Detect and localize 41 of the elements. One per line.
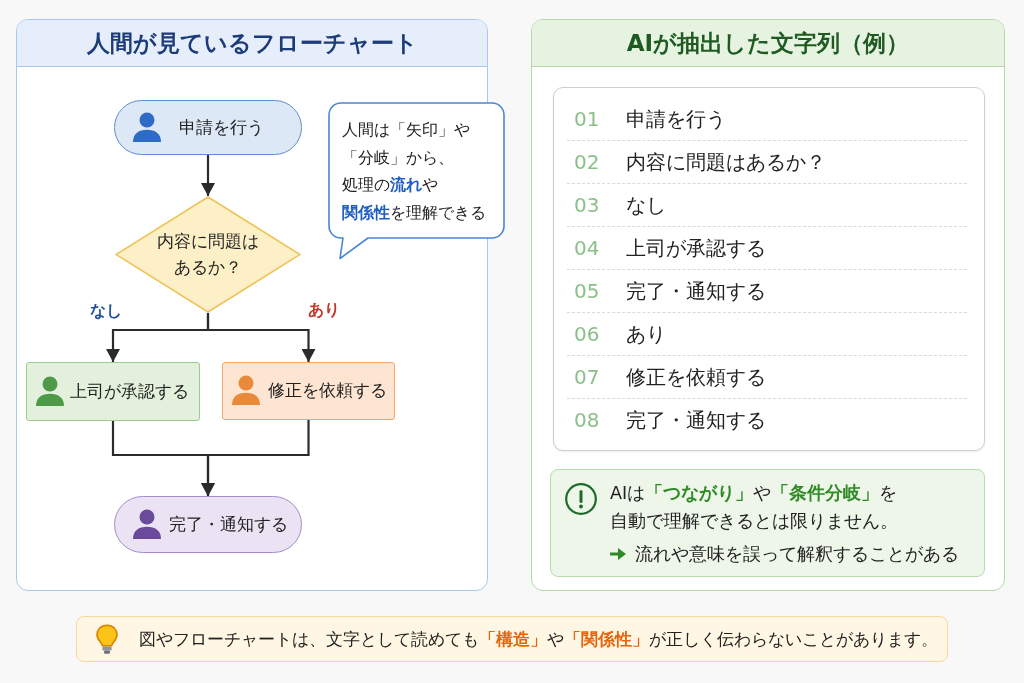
step-text: 申請を行う bbox=[179, 115, 264, 138]
arrow bbox=[201, 155, 215, 196]
step-text: 完了・通知する bbox=[169, 512, 288, 535]
edge-label: なし bbox=[90, 301, 122, 321]
panel bbox=[16, 19, 488, 591]
row-text: 上司が承認する bbox=[626, 236, 766, 260]
list-panel bbox=[552, 86, 985, 451]
row-text: 完了・通知する bbox=[626, 279, 766, 303]
step-text: 上司が承認する bbox=[70, 379, 189, 402]
process-box bbox=[25, 361, 200, 421]
decision-text: 内容に問題はあるか？ bbox=[155, 229, 260, 279]
row-number: 04 bbox=[574, 236, 600, 260]
row-text: なし bbox=[626, 193, 666, 217]
step-text: 修正を依頼する bbox=[268, 379, 387, 401]
panel-header: 人間が見ているフローチャート bbox=[17, 20, 487, 67]
speech-bubble bbox=[328, 102, 505, 260]
note-text: 流れや意味を誤って解釈することがある bbox=[635, 543, 959, 566]
row-text: 内容に問題はあるか？ bbox=[626, 150, 826, 174]
arrow bbox=[201, 420, 310, 496]
row-number: 01 bbox=[574, 107, 600, 131]
panel-header: AIが抽出した文字列（例） bbox=[532, 20, 1004, 67]
row-number: 07 bbox=[574, 365, 600, 389]
row-number: 06 bbox=[574, 322, 600, 346]
row-number: 03 bbox=[574, 193, 600, 217]
note-text: AIは「つながり」や「条件分岐」を自動で理解できるとは限りません。 bbox=[610, 482, 899, 533]
row-number: 05 bbox=[574, 279, 600, 303]
row-text: 完了・通知する bbox=[626, 408, 766, 432]
tip-banner bbox=[76, 616, 948, 662]
rounded-box bbox=[113, 495, 302, 553]
bubble-text: 人間は「矢印」や「分岐」から、処理の流れや関係性を理解できる bbox=[342, 119, 487, 224]
row-text: あり bbox=[626, 322, 666, 346]
row-text: 申請を行う bbox=[626, 107, 726, 131]
note-box bbox=[549, 468, 985, 577]
row-number: 02 bbox=[574, 150, 600, 174]
row-number: 08 bbox=[574, 408, 600, 432]
edge-label: あり bbox=[308, 300, 340, 320]
arrow bbox=[206, 313, 316, 362]
panel bbox=[531, 19, 1005, 591]
row-text: 修正を依頼する bbox=[626, 365, 766, 389]
tip-text: 図やフローチャートは、文字として読めても「構造」や「関係性」が正しく伝わらないことがあります。 bbox=[138, 627, 938, 651]
process-box bbox=[221, 361, 395, 420]
